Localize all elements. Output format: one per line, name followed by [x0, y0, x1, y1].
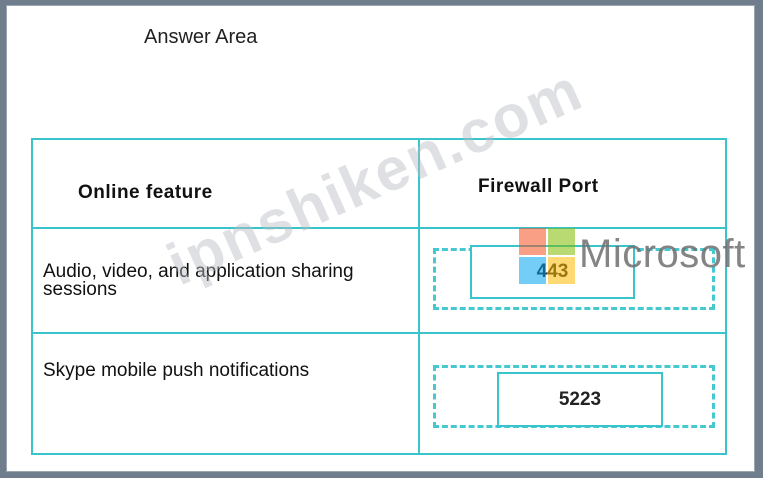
answer-area-title: Answer Area: [144, 26, 258, 48]
column-header-firewall-port: Firewall Port: [478, 176, 599, 197]
logo-square-green: [548, 228, 575, 255]
feature-skype-mobile-push: Skype mobile push notifications: [43, 360, 310, 381]
microsoft-logo-icon: [519, 228, 575, 284]
column-header-online-feature: Online feature: [78, 182, 213, 203]
column-divider: [418, 140, 420, 453]
answer-area-panel: Answer Area Online feature Firewall Port…: [6, 5, 755, 472]
logo-square-red: [519, 228, 546, 255]
logo-square-yellow: [548, 257, 575, 284]
microsoft-wordmark: Microsoft: [579, 232, 746, 276]
header-divider: [33, 227, 725, 229]
feature-audio-video-sharing: Audio, video, and application sharing se…: [43, 261, 354, 300]
port-answer-5223[interactable]: 5223: [497, 372, 663, 427]
row-divider: [33, 332, 725, 334]
logo-square-blue: [519, 257, 546, 284]
